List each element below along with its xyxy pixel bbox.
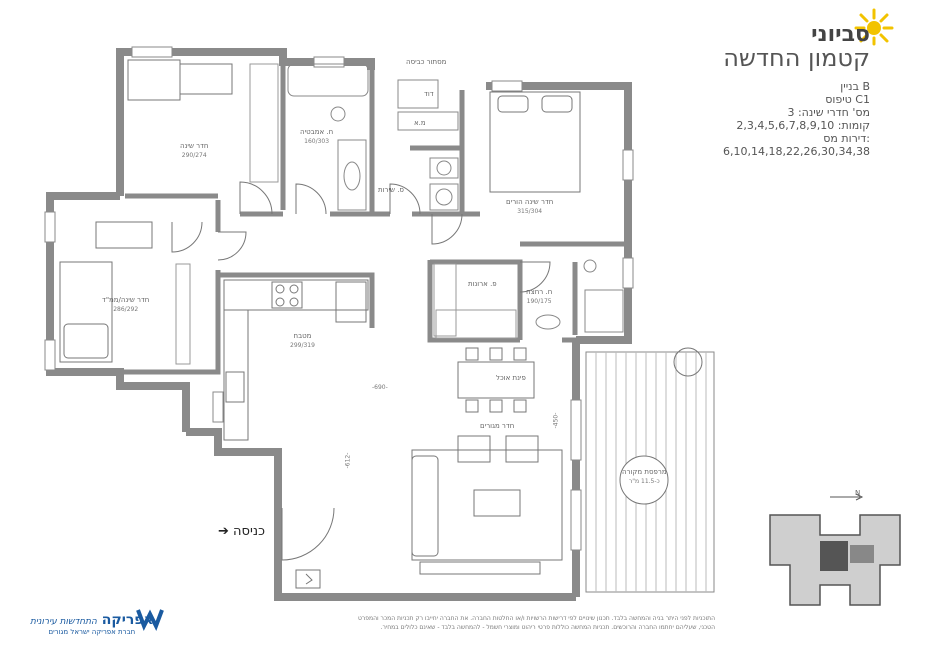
room-size: 286/292 [113, 306, 139, 313]
room-name: מטבח [293, 332, 312, 340]
depth-dimension: -450- [552, 412, 560, 429]
developer-sub: חברת אפריקה ישראל מגורים [48, 628, 136, 636]
width-dimension: -690- [372, 384, 388, 391]
room-size: 315/304 [517, 208, 543, 215]
room-size: 190/175 [526, 298, 552, 305]
entrance-label: כניסה [233, 524, 265, 539]
room-shower: ח. רחצה 190/175 [526, 288, 552, 306]
kitchen-fixtures [223, 279, 369, 441]
disclaimer: התוכניות לפני היתר בניה והמחשה בלבד. תכנ… [215, 614, 715, 632]
windows [44, 46, 634, 551]
room-size: 290/274 [181, 152, 207, 159]
brand: סביוני [811, 22, 870, 47]
room-size: 299/319 [290, 342, 315, 349]
developer-logo-mark [136, 609, 164, 631]
inner-walls [120, 62, 628, 375]
room-name: מרפסת מקורה [622, 468, 667, 476]
disclaimer-line-2: הטכני, שעליהם יחתמו החברה והרוכשים. תכני… [380, 624, 715, 631]
apartment-info: בניין B טיפוס C1 מס' חדרי שינה: 3 קומות:… [723, 80, 870, 158]
wardrobes [175, 63, 517, 365]
developer-name: אפריקה [101, 612, 154, 628]
ma-label: מ.א [414, 119, 426, 127]
bath-fixtures [287, 63, 624, 333]
balcony [585, 347, 715, 593]
room-name: חדר שינה הורים [506, 198, 554, 206]
developer-tagline: התחדשות עירונית [30, 617, 97, 627]
room-safe-room: חדר שינה/ממ"ד 286/292 [102, 296, 149, 314]
doors [171, 181, 551, 561]
room-kitchen: מטבח 299/319 [290, 332, 315, 350]
disclaimer-line-1: התוכניות לפני היתר בניה והמחשה בלבד. תכנ… [358, 615, 715, 622]
meter-box [295, 569, 321, 589]
living-label: חדר מגורים [480, 422, 515, 430]
dining-label: פינת אוכל [496, 374, 526, 382]
room-name: חדר שינה [180, 142, 209, 150]
developer-name-row: אפריקה התחדשות עירונית [30, 612, 154, 628]
dining-table [457, 347, 535, 413]
floors-label: קומות: 2,3,4,5,6,7,8,9,10 [736, 119, 870, 132]
entrance-arrow-icon: ➔ [218, 524, 229, 539]
brand-name: סביוני [811, 22, 870, 47]
laundry-label: ס. שירות [378, 186, 404, 194]
walls [46, 48, 632, 601]
room-name: ח. רחצה [526, 288, 553, 296]
dryer-label: דוד [424, 90, 434, 98]
room-size: כ-11.5 מ"ר [628, 478, 660, 485]
room-size: 160/303 [304, 138, 330, 145]
key-plan [760, 493, 910, 615]
apartments-label: דירות מס: [823, 132, 870, 145]
closets-label: פ. ארונות [468, 280, 497, 288]
brand-subtitle: קטמון החדשה [723, 44, 870, 72]
beds [59, 59, 581, 363]
height-dimension: -612- [344, 452, 352, 469]
building-label: בניין B [840, 80, 870, 93]
room-bedroom-top: חדר שינה 290/274 [180, 142, 208, 160]
north-indicator: N [855, 489, 861, 497]
developer-logo: אפריקה התחדשות עירונית חברת אפריקה ישראל… [30, 612, 154, 636]
room-balcony: מרפסת מקורה כ-11.5 מ"ר [622, 468, 667, 486]
entrance: כניסה ➔ [218, 524, 265, 539]
sun-logo [854, 8, 894, 46]
type-label: טיפוס C1 [825, 93, 870, 106]
service-shaft-label: מסתור כביסה [406, 58, 447, 66]
room-master-bedroom: חדר שינה הורים 315/304 [506, 198, 553, 216]
apartments-list: 6,10,14,18,22,26,30,34,38 [723, 145, 870, 158]
room-name: ח. אמבטיה [300, 128, 334, 136]
bedrooms-label: מס' חדרי שינה: 3 [787, 106, 870, 119]
living-furniture [411, 435, 563, 575]
room-bath: ח. אמבטיה 160/303 [300, 128, 333, 146]
room-name: חדר שינה/ממ"ד [102, 296, 150, 304]
